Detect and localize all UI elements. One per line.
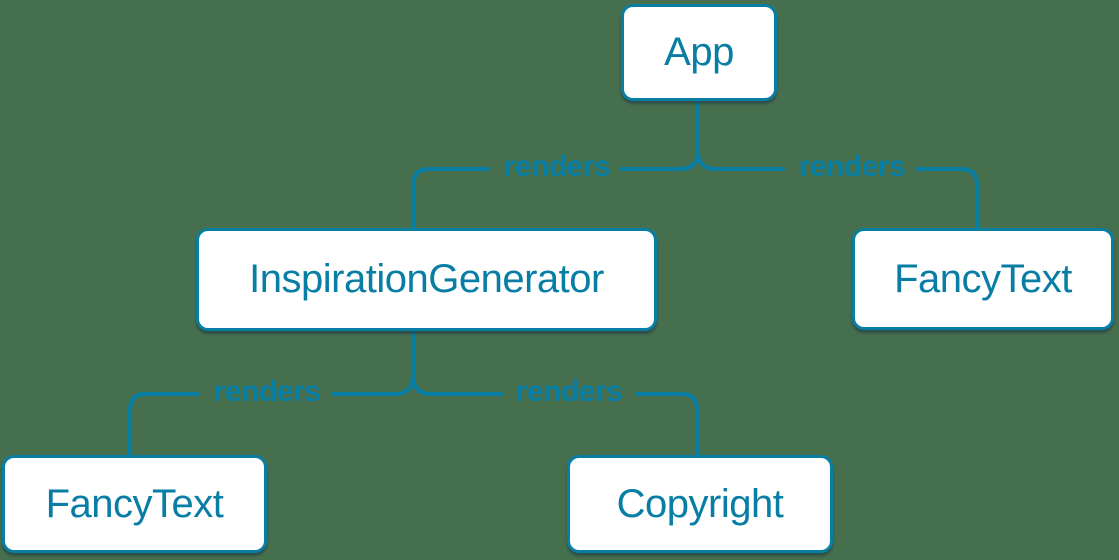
edge-app-to-fancytext-near <box>696 149 785 171</box>
node-copyright: Copyright <box>567 455 833 553</box>
node-fancytext-top-label: FancyText <box>894 256 1072 301</box>
edge-app-to-inspirationgenerator-near <box>620 149 700 171</box>
edge-app-to-inspirationgenerator-far <box>411 167 490 229</box>
node-fancytext-top: FancyText <box>852 228 1114 330</box>
node-inspiration-generator: InspirationGenerator <box>196 228 657 331</box>
edge-app-to-fancytext-far <box>915 167 979 229</box>
node-fancytext-bottom-label: FancyText <box>45 481 224 526</box>
node-fancytext-bottom: FancyText <box>2 455 267 553</box>
edge-label-renders: renders <box>798 150 906 183</box>
edge-inspirationgenerator-to-copyright-far <box>635 392 699 456</box>
node-inspiration-generator-label: InspirationGenerator <box>249 257 604 301</box>
node-app-label: App <box>664 30 734 74</box>
edge-label-renders: renders <box>213 375 321 408</box>
node-copyright-label: Copyright <box>616 481 784 526</box>
edge-inspirationgenerator-to-copyright-near <box>411 373 503 396</box>
edge-label-renders: renders <box>503 150 611 183</box>
edge-label-renders: renders <box>515 375 623 408</box>
edge-inspirationgenerator-to-fancytext-near <box>331 373 415 396</box>
edge-inspirationgenerator-to-fancytext-far <box>128 392 200 456</box>
node-app: App <box>621 4 777 101</box>
